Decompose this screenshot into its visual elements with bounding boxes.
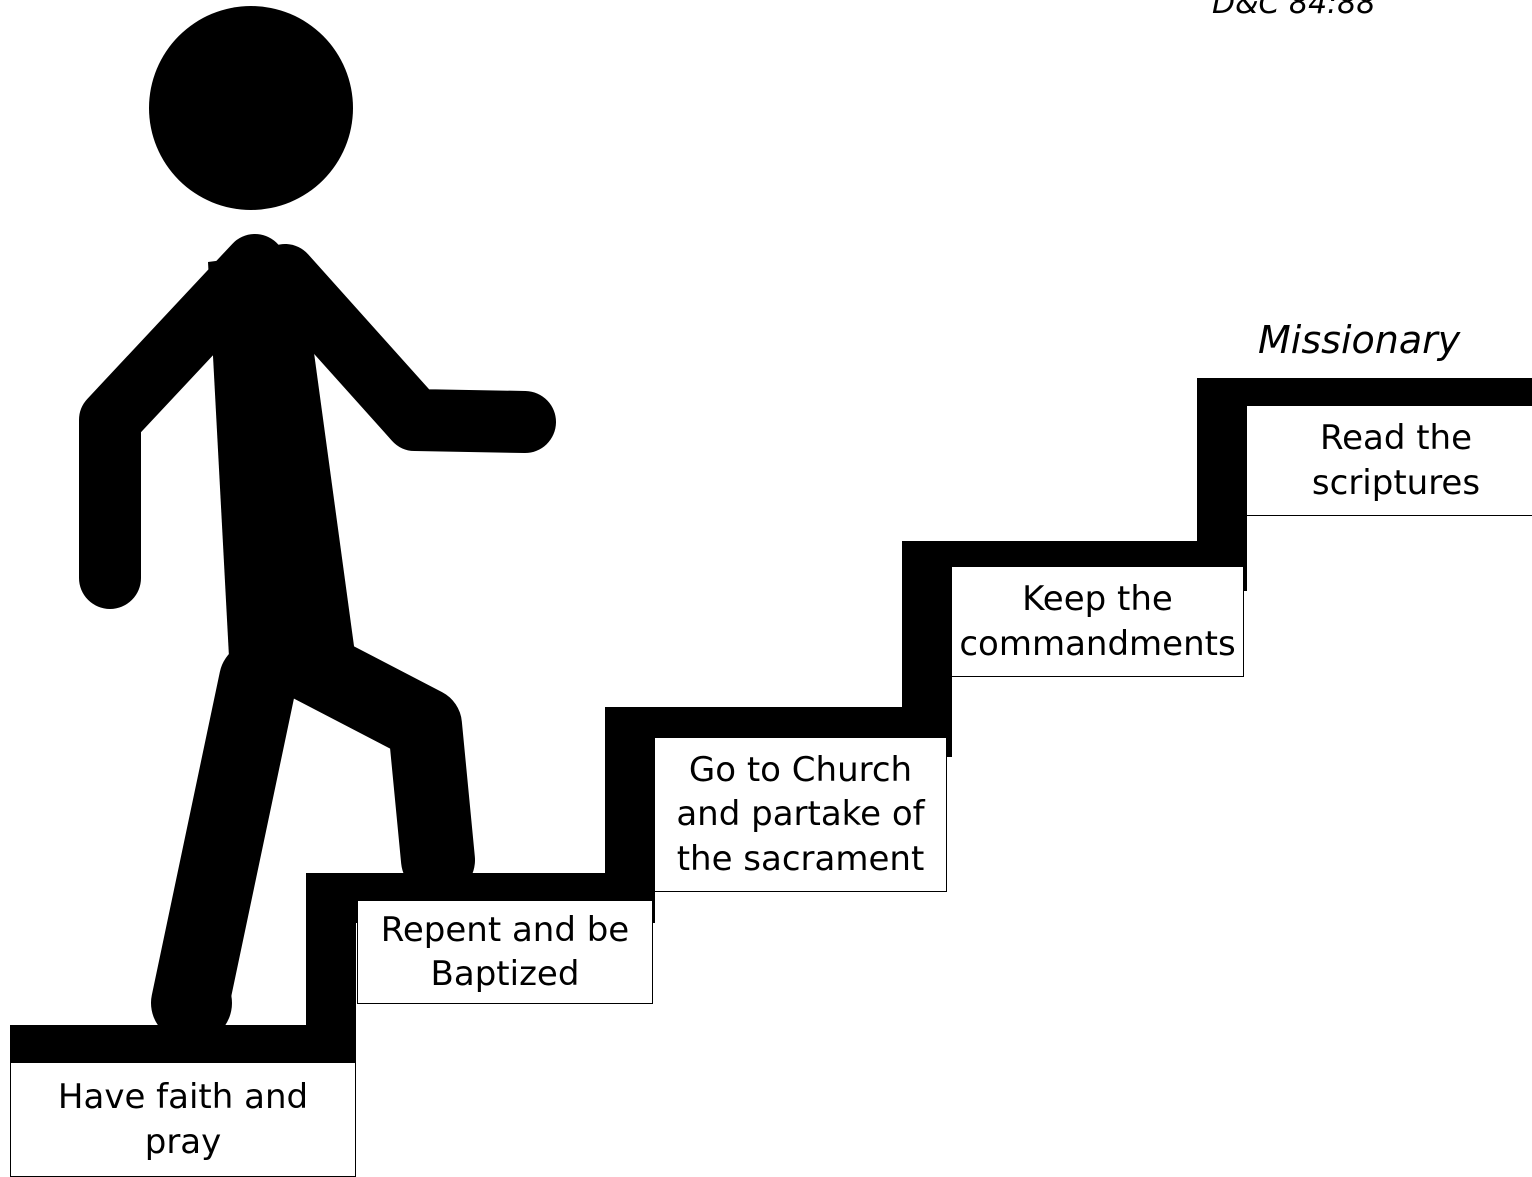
person-torso (208, 250, 357, 676)
person-front-foot (402, 826, 474, 898)
person-back-arm (79, 234, 286, 609)
goal-label: Missionary (1258, 318, 1461, 362)
step-box-scriptures: Read the scriptures (1246, 405, 1532, 516)
step-box-church: Go to Church and partake of the sacramen… (654, 737, 947, 892)
scripture-reference: D&C 84:88 (1212, 0, 1376, 21)
step-box-faith: Have faith and pray (10, 1062, 356, 1177)
step-box-repent: Repent and be Baptized (357, 900, 653, 1004)
step-box-commandments: Keep the commandments (951, 566, 1244, 677)
person-back-foot (152, 963, 232, 1043)
person-front-leg (263, 623, 475, 897)
person-head (149, 6, 353, 210)
person-front-arm (254, 244, 556, 453)
staircase (10, 378, 1532, 1075)
person-back-leg (151, 641, 297, 1042)
walking-person-icon (79, 6, 556, 1043)
